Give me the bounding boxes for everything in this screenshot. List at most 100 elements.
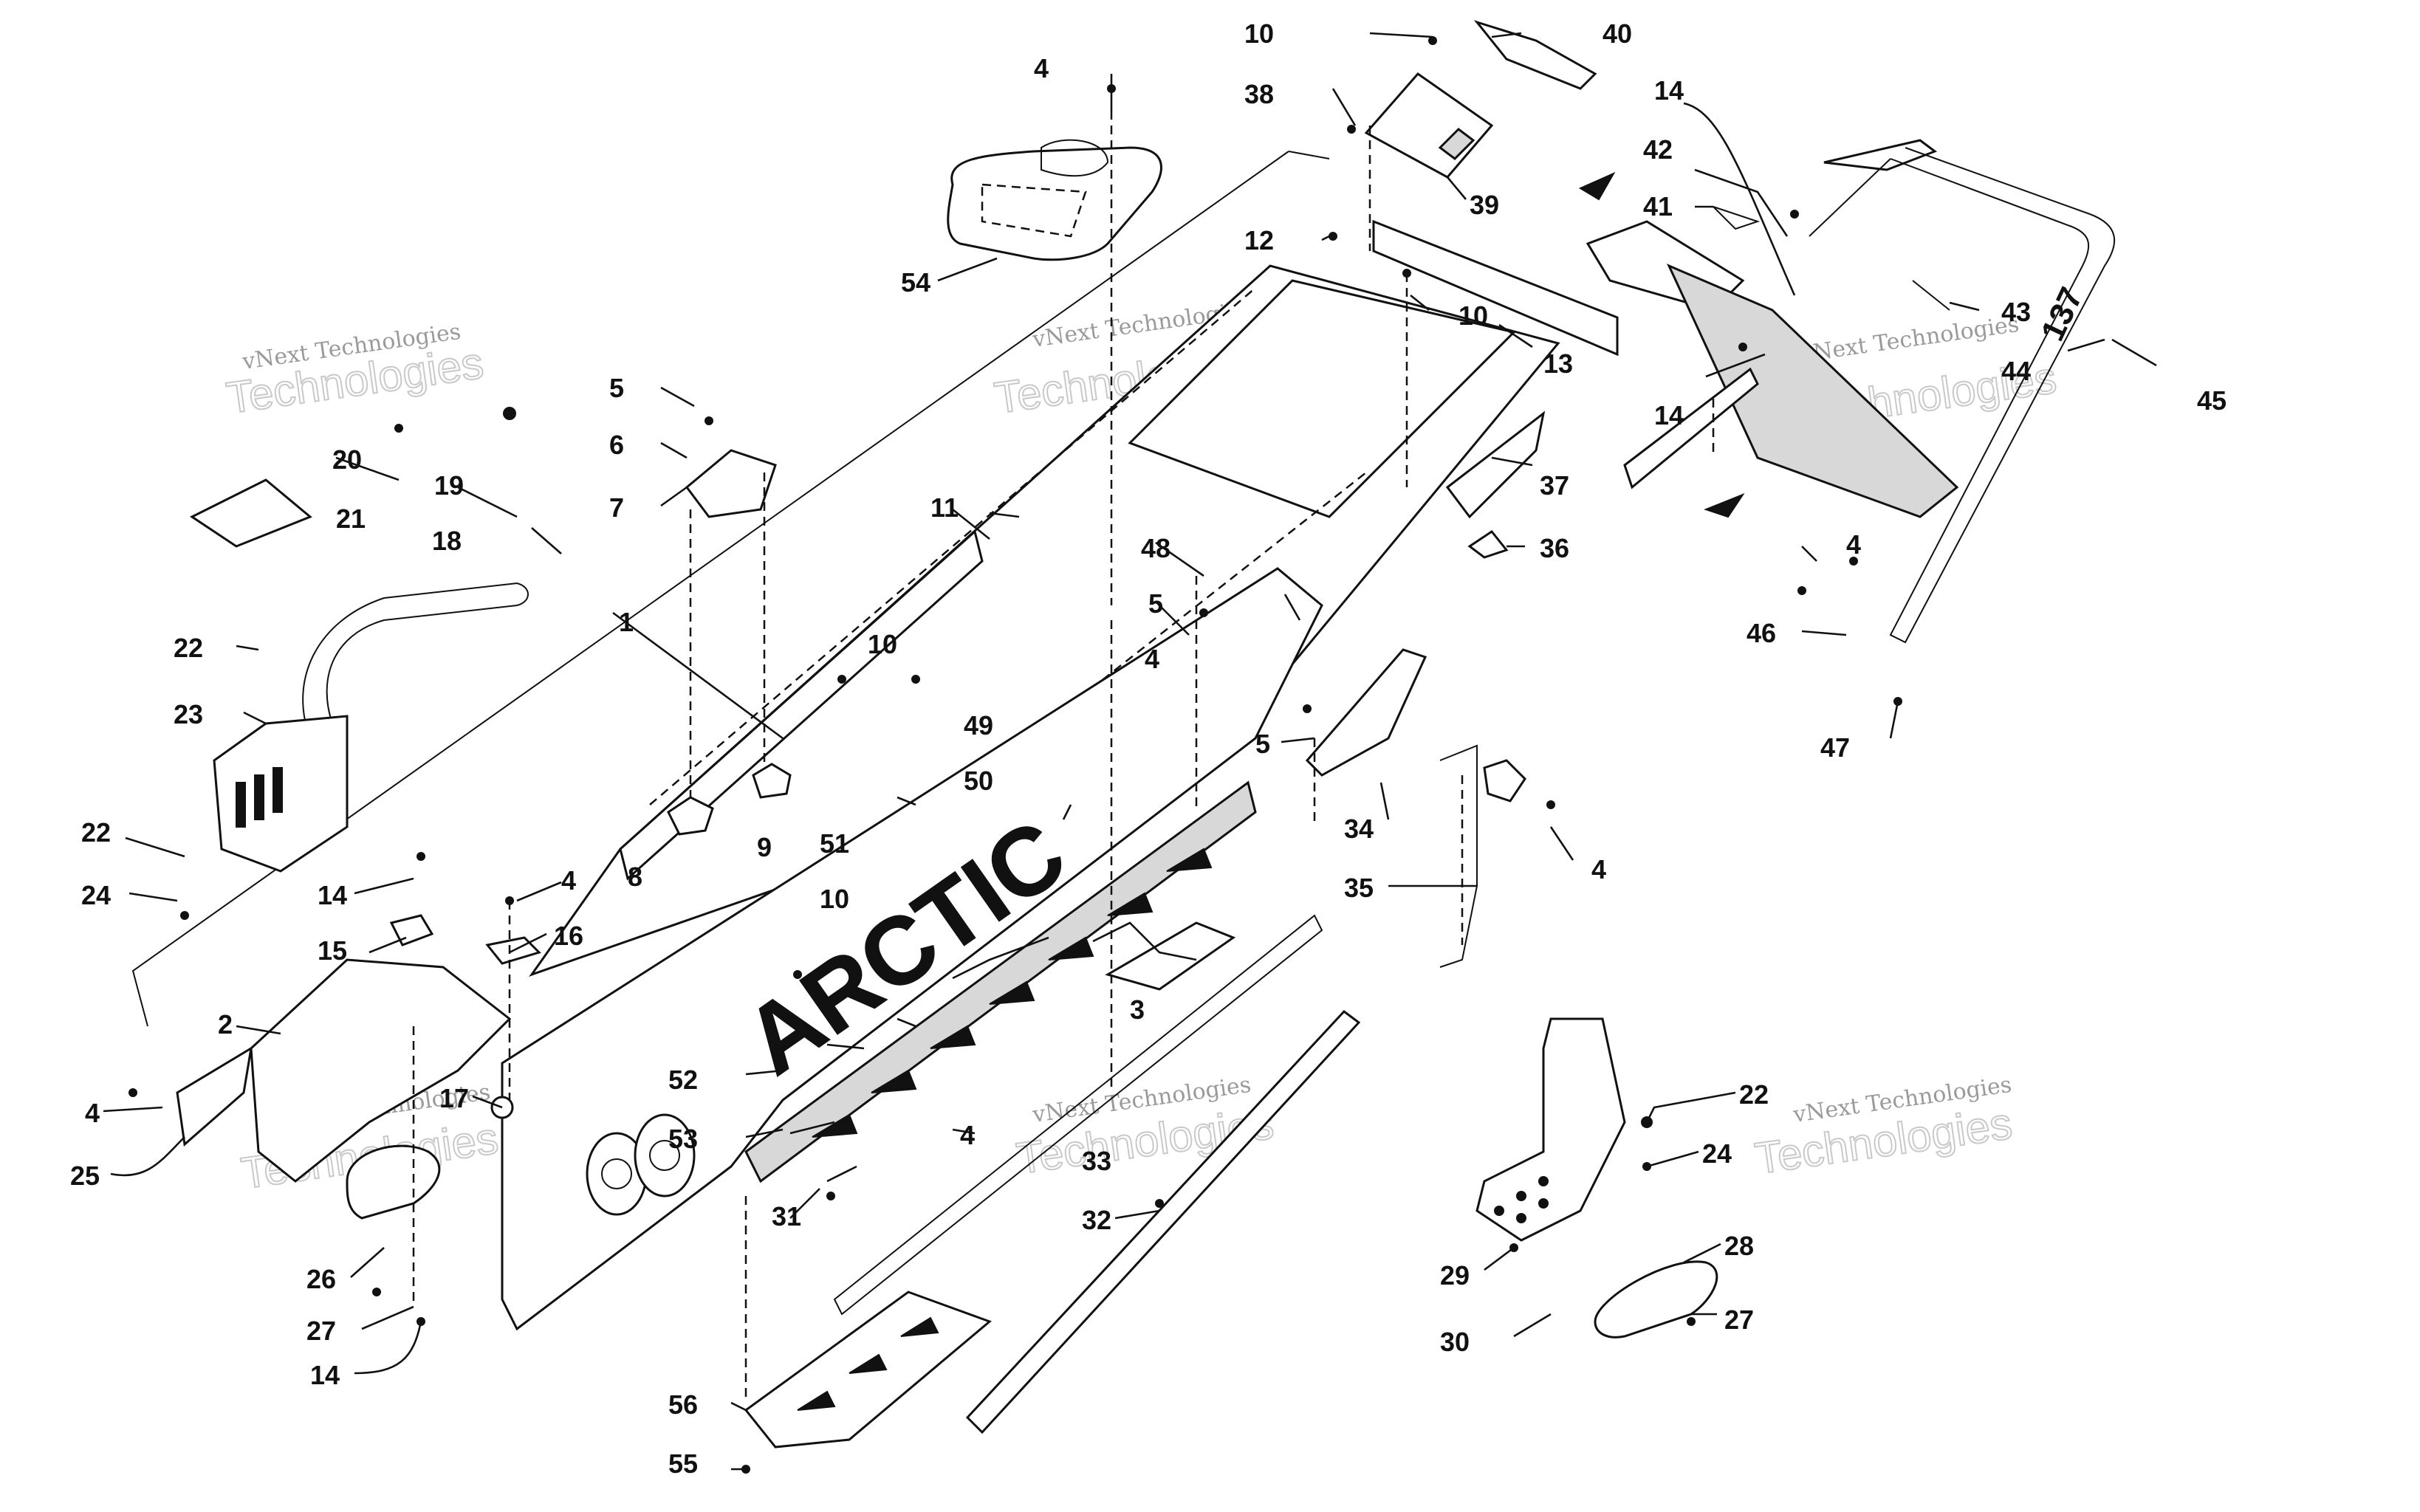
callout-21: 21	[336, 504, 366, 534]
callout-8: 8	[628, 862, 642, 892]
callout-46: 46	[1747, 618, 1776, 648]
callout-45: 45	[2197, 385, 2227, 416]
callout-47: 47	[1820, 732, 1850, 763]
callout-39: 39	[1470, 190, 1499, 220]
flap-part-34	[1305, 648, 1427, 777]
assembly-outline	[131, 151, 1330, 1027]
callout-51: 51	[820, 828, 849, 859]
callout-22: 22	[174, 633, 203, 663]
callout-10: 10	[868, 629, 897, 659]
rear-trim-part-13	[1372, 219, 1619, 357]
fasteners	[128, 36, 1902, 1474]
callout-49: 49	[964, 710, 993, 740]
clip-part-15	[389, 914, 434, 946]
plate-part-3	[1105, 921, 1236, 991]
grommet-part-handle	[1483, 759, 1526, 803]
callout-4: 4	[1846, 529, 1861, 560]
callout-4: 4	[561, 865, 576, 896]
cover-part-20	[190, 478, 312, 548]
callout-34: 34	[1344, 814, 1374, 844]
footrest-part-29	[1475, 1017, 1626, 1242]
callout-22: 22	[81, 817, 111, 848]
callout-42: 42	[1643, 134, 1673, 165]
assembly-dashes	[412, 111, 1715, 1403]
callout-37: 37	[1540, 470, 1569, 501]
callout-36: 36	[1540, 533, 1569, 563]
callout-1: 1	[619, 607, 634, 637]
callout-5: 5	[609, 373, 624, 403]
callout-25: 25	[70, 1161, 100, 1191]
callout-48: 48	[1141, 533, 1170, 563]
callout-29: 29	[1440, 1260, 1470, 1291]
callout-55: 55	[668, 1449, 698, 1479]
callout-10: 10	[1244, 18, 1274, 49]
callout-56: 56	[668, 1389, 698, 1420]
direction-arrow	[1578, 171, 1616, 201]
rail-part-33	[833, 914, 1323, 1316]
seat-part-54	[947, 139, 1162, 261]
leader-lines	[103, 32, 2157, 1471]
callout-labels: 1 2 3 4 4 4 4 4 4 4 5 5 5 6 7 8 9 10 10 …	[70, 18, 2227, 1479]
footrest-part-28	[1594, 1260, 1718, 1339]
callout-13: 13	[1543, 348, 1573, 379]
callout-4: 4	[85, 1098, 100, 1128]
callout-7: 7	[609, 492, 624, 523]
callout-18: 18	[432, 526, 462, 556]
callout-5: 5	[1148, 588, 1163, 619]
handle-part-18	[302, 582, 529, 739]
callout-11: 11	[930, 492, 959, 523]
callout-43: 43	[2001, 297, 2031, 327]
footrest-part-26	[346, 1144, 441, 1220]
grommet-part-8	[667, 796, 714, 836]
callout-17: 17	[439, 1083, 469, 1113]
handle-part-35	[1439, 744, 1478, 968]
callout-54: 54	[901, 267, 930, 298]
bracket-part-7	[685, 449, 777, 518]
callout-27: 27	[306, 1316, 336, 1346]
callout-26: 26	[306, 1264, 336, 1294]
direction-arrow	[1704, 492, 1745, 518]
watermark-text: vNext Technologies	[1798, 312, 2020, 368]
callout-31: 31	[772, 1201, 801, 1231]
callout-53: 53	[668, 1124, 698, 1154]
callout-15: 15	[318, 935, 347, 966]
callout-3: 3	[1130, 994, 1145, 1025]
clip-part-36	[1467, 529, 1509, 559]
callout-50: 50	[964, 766, 993, 796]
callout-35: 35	[1344, 873, 1374, 903]
callout-4: 4	[1034, 53, 1049, 83]
callout-4: 4	[960, 1120, 975, 1150]
callout-40: 40	[1603, 18, 1632, 49]
callout-24: 24	[81, 880, 111, 910]
callout-16: 16	[554, 921, 583, 951]
bumper-badge: 137	[2035, 282, 2090, 346]
callout-5: 5	[1255, 729, 1270, 759]
callout-10: 10	[820, 884, 849, 914]
callout-27: 27	[1724, 1305, 1754, 1335]
deflector-part-25	[176, 1046, 253, 1147]
callout-4: 4	[1145, 644, 1159, 674]
callout-14: 14	[1654, 75, 1684, 106]
callout-41: 41	[1643, 191, 1673, 221]
side-panel-part-37	[1445, 410, 1546, 519]
grommet-part-9	[752, 763, 792, 799]
callout-32: 32	[1082, 1205, 1111, 1235]
callout-10: 10	[1458, 300, 1488, 331]
callout-52: 52	[668, 1065, 698, 1095]
callout-24: 24	[1702, 1138, 1732, 1169]
callout-22: 22	[1739, 1079, 1769, 1110]
rail-part-32	[965, 1009, 1361, 1434]
callout-12: 12	[1244, 225, 1274, 255]
callout-20: 20	[332, 444, 362, 475]
tunnel-part-11: ARCTIC	[501, 264, 1560, 1331]
callout-4: 4	[1591, 854, 1606, 884]
callout-9: 9	[757, 832, 772, 862]
callout-6: 6	[609, 430, 624, 460]
callout-23: 23	[174, 699, 203, 729]
callout-14: 14	[318, 880, 347, 910]
callout-30: 30	[1440, 1327, 1470, 1357]
callout-14: 14	[1654, 400, 1684, 430]
callout-14: 14	[310, 1360, 340, 1390]
callout-2: 2	[218, 1009, 233, 1040]
